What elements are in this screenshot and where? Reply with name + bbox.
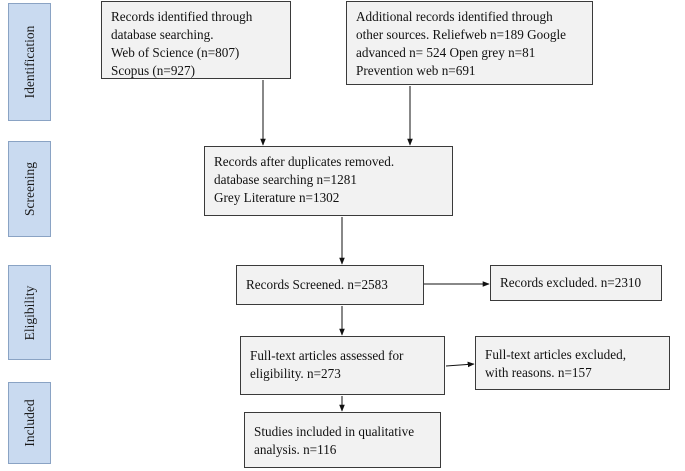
box-line: advanced n= 524 Open grey n=81 bbox=[356, 45, 536, 60]
phase-included: Included bbox=[8, 382, 51, 464]
box-line: analysis. n=116 bbox=[254, 442, 337, 457]
box-fulltext-assessed: Full-text articles assessed for eligibil… bbox=[240, 336, 445, 395]
box-after-duplicates: Records after duplicates removed. databa… bbox=[204, 146, 453, 216]
box-line: Records Screened. n=2583 bbox=[246, 277, 388, 292]
box-line: Records identified through bbox=[111, 9, 253, 24]
box-line: database searching. bbox=[111, 27, 214, 42]
box-other-records: Additional records identified through ot… bbox=[346, 1, 593, 85]
phase-screening: Screening bbox=[8, 141, 51, 237]
arrow-assessed-to-fulltext-excluded bbox=[445, 361, 475, 368]
box-line: Records after duplicates removed. bbox=[214, 154, 395, 169]
box-line: other sources. Reliefweb n=189 Google bbox=[356, 27, 566, 42]
box-line: eligibility. n=273 bbox=[250, 366, 341, 381]
box-line: Web of Science (n=807) bbox=[111, 45, 240, 60]
box-line: Studies included in qualitative bbox=[254, 424, 415, 439]
box-line: Full-text articles excluded, bbox=[485, 347, 626, 362]
phase-identification: Identification bbox=[8, 3, 51, 121]
box-line: Additional records identified through bbox=[356, 9, 553, 24]
box-line: Full-text articles assessed for bbox=[250, 348, 404, 363]
box-records-excluded: Records excluded. n=2310 bbox=[490, 265, 662, 301]
box-fulltext-excluded: Full-text articles excluded, with reason… bbox=[475, 336, 670, 390]
box-line: Scopus (n=927) bbox=[111, 63, 195, 78]
phase-eligibility: Eligibility bbox=[8, 265, 51, 360]
box-line: Records excluded. n=2310 bbox=[500, 275, 642, 290]
box-database-records: Records identified through database sear… bbox=[101, 1, 291, 79]
box-line: Grey Literature n=1302 bbox=[214, 190, 340, 205]
box-line: database searching n=1281 bbox=[214, 172, 357, 187]
box-records-screened: Records Screened. n=2583 bbox=[236, 265, 424, 305]
box-line: with reasons. n=157 bbox=[485, 365, 592, 380]
box-studies-included: Studies included in qualitative analysis… bbox=[244, 412, 441, 468]
box-line: Prevention web n=691 bbox=[356, 63, 476, 78]
